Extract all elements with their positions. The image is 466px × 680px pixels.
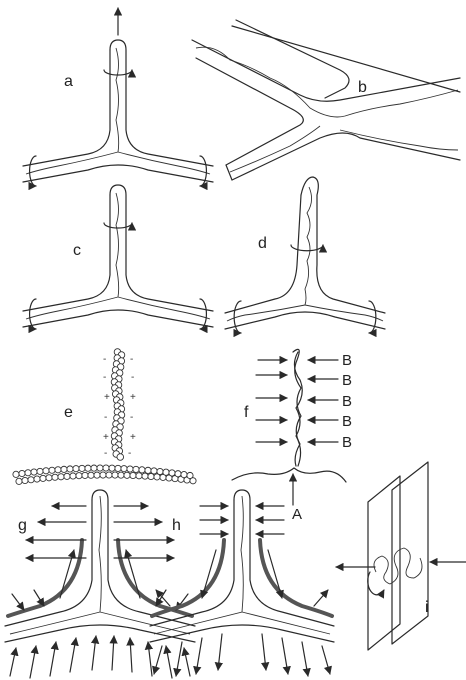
bead (151, 468, 157, 474)
panel-c (23, 185, 213, 329)
bead (67, 466, 73, 472)
bead (82, 472, 88, 478)
panel-label-d: d (258, 235, 267, 252)
panel-label-h: h (172, 517, 181, 534)
bead (130, 472, 136, 478)
bead (55, 467, 61, 473)
bead (190, 478, 196, 484)
bead (22, 477, 28, 483)
panel-b (192, 20, 460, 180)
bead (52, 474, 58, 480)
bead (91, 465, 97, 471)
force-label-b-3: B (342, 393, 352, 410)
bead (94, 472, 100, 478)
bead (97, 465, 103, 471)
panel-d (225, 177, 385, 333)
bead (115, 465, 121, 471)
panel-label-a: a (64, 73, 73, 90)
bead (16, 478, 22, 484)
twist-arrow (368, 572, 384, 595)
bead (121, 466, 127, 472)
panel-label-c: c (73, 242, 81, 259)
bead (163, 469, 169, 475)
twist-arrow-top (291, 245, 323, 251)
bead (118, 472, 124, 478)
bead (169, 470, 175, 476)
panel-label-e: e (64, 404, 73, 421)
bead (88, 472, 94, 478)
bead (106, 472, 112, 478)
bead (136, 473, 142, 479)
svg-text:-: - (103, 354, 106, 365)
bead (76, 473, 82, 479)
bead (34, 476, 40, 482)
bead (70, 473, 76, 479)
bead (145, 467, 151, 473)
bead (58, 474, 64, 480)
panel-label-b: b (358, 79, 367, 96)
bead (139, 467, 145, 473)
bead (19, 470, 25, 476)
bead (64, 473, 70, 479)
svg-text:-: - (131, 372, 134, 383)
svg-text:-: - (130, 412, 133, 423)
bead (37, 468, 43, 474)
panel-g (5, 490, 195, 678)
svg-text:-: - (104, 412, 107, 423)
panel-i (336, 462, 466, 650)
bead (79, 465, 85, 471)
twist-arrow-top (104, 223, 132, 228)
bead (103, 465, 109, 471)
panel-f (232, 349, 346, 505)
bead (61, 466, 67, 472)
panel-label-g: g (18, 517, 27, 534)
bead (112, 472, 118, 478)
bead (157, 468, 163, 474)
panel-label-i: i (425, 599, 429, 616)
bead (49, 467, 55, 473)
bead (25, 470, 31, 476)
svg-text:+: + (104, 392, 110, 403)
bead (100, 472, 106, 478)
bead (13, 471, 19, 477)
bead (85, 465, 91, 471)
svg-text:-: - (104, 448, 107, 459)
svg-text:-: - (128, 448, 131, 459)
bead (43, 468, 49, 474)
panel-a (23, 8, 213, 186)
svg-text:-: - (103, 372, 106, 383)
bead (142, 473, 148, 479)
force-label-b-4: B (342, 413, 352, 430)
force-label-b-2: B (342, 372, 352, 389)
bead (117, 454, 124, 461)
bead (127, 466, 133, 472)
bead (124, 472, 130, 478)
force-label-b-5: B (342, 434, 352, 451)
bead (31, 469, 37, 475)
svg-text:-: - (130, 354, 133, 365)
bead (133, 466, 139, 472)
bead (73, 466, 79, 472)
svg-text:+: + (130, 392, 136, 403)
bead (109, 465, 115, 471)
panel-label-f: f (244, 404, 249, 421)
bead (46, 475, 52, 481)
svg-text:+: + (130, 432, 136, 443)
svg-text:+: + (103, 432, 109, 443)
force-label-b-1: B (342, 352, 352, 369)
bead (28, 477, 34, 483)
bead (40, 475, 46, 481)
force-label-a: A (292, 506, 302, 523)
